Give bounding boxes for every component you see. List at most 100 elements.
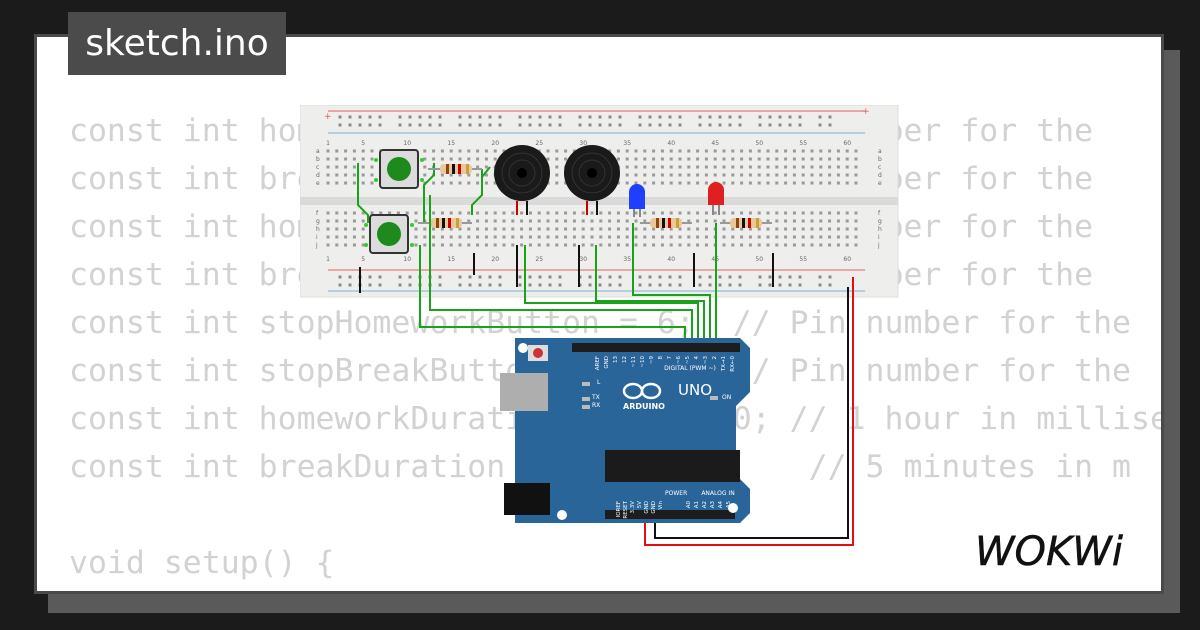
- power-pin-label: GND: [644, 501, 650, 514]
- row-letter: c: [316, 164, 319, 171]
- power-wires: [644, 277, 854, 546]
- digital-pin-label: 7: [667, 356, 673, 360]
- row-letter: c: [878, 164, 881, 171]
- column-number: 15: [447, 256, 455, 263]
- analog-pin-label: A0: [686, 501, 692, 509]
- column-number: 25: [535, 256, 543, 263]
- buzzer-1: [494, 145, 550, 215]
- digital-pin-label: RX←0: [730, 356, 736, 372]
- resistor-3: [640, 218, 692, 228]
- analog-pin-label: A4: [718, 501, 724, 509]
- on-label: ON: [722, 394, 731, 401]
- column-number: 10: [403, 140, 411, 147]
- resistor-1: [428, 164, 482, 174]
- led-label-l: L: [597, 379, 601, 386]
- column-number: 50: [755, 140, 763, 147]
- led-label-tx: TX: [591, 394, 600, 401]
- digital-pin-label: ~3: [703, 356, 709, 365]
- digital-pin-label: 12: [622, 356, 628, 363]
- power-pin-label: IOREF: [616, 501, 622, 517]
- power-pin-label: GND: [651, 501, 657, 514]
- arduino-logo: [622, 382, 662, 400]
- led-red: [708, 182, 724, 215]
- row-letter: a: [878, 148, 882, 155]
- column-number: 10: [403, 256, 411, 263]
- power-pin-label: 5V: [637, 501, 643, 508]
- signal-wires: [419, 195, 717, 345]
- led-blue: [629, 184, 645, 217]
- file-tab[interactable]: sketch.ino: [68, 12, 286, 75]
- column-number: 55: [799, 256, 807, 263]
- arduino-brand: ARDUINO: [623, 402, 665, 411]
- row-letter: a: [316, 148, 320, 155]
- column-number: 35: [623, 256, 631, 263]
- reset-button: [533, 348, 543, 358]
- column-number: 20: [491, 140, 499, 147]
- column-number: 1: [326, 256, 330, 263]
- row-letter: j: [315, 242, 318, 249]
- column-number: 5: [361, 256, 365, 263]
- power-jack: [504, 483, 550, 515]
- column-number: 20: [491, 256, 499, 263]
- column-number: 60: [843, 256, 851, 263]
- column-number: 5: [361, 140, 365, 147]
- arduino-model: UNO: [678, 381, 712, 399]
- row-letter: f: [878, 210, 881, 217]
- analog-pin-label: A3: [710, 501, 716, 509]
- digital-pin-label: ~11: [631, 356, 637, 368]
- column-number: 50: [755, 256, 763, 263]
- analog-pin-label: A2: [702, 501, 708, 508]
- column-number: 30: [579, 140, 587, 147]
- row-letter: g: [878, 218, 882, 225]
- row-letter: h: [878, 226, 882, 233]
- digital-pin-label: 8: [658, 356, 664, 360]
- digital-pin-label: ~6: [676, 356, 682, 365]
- row-letter: d: [316, 172, 320, 179]
- digital-pin-label: AREF: [595, 356, 601, 370]
- digital-header: [572, 343, 740, 352]
- row-letter: h: [316, 226, 320, 233]
- power-pin-label: Vin: [658, 500, 664, 509]
- rail-plus-left: +: [324, 112, 332, 122]
- pushbutton-top[interactable]: [379, 149, 419, 189]
- column-number: 60: [843, 140, 851, 147]
- usb-connector: [500, 373, 548, 411]
- analog-pin-label: A1: [694, 501, 700, 508]
- atmega-chip: [605, 450, 740, 482]
- column-number: 30: [579, 256, 587, 263]
- code-line: void setup() {: [69, 545, 335, 581]
- digital-pin-label: TX→1: [721, 356, 727, 372]
- wokwi-logo-text: WOKWi: [975, 529, 1123, 575]
- column-number: 15: [447, 140, 455, 147]
- digital-pin-label: ~9: [649, 356, 655, 365]
- column-number: 55: [799, 140, 807, 147]
- led-label-rx: RX: [592, 402, 600, 409]
- row-letter: b: [878, 156, 882, 163]
- row-letter: b: [316, 156, 320, 163]
- column-number: 45: [711, 140, 719, 147]
- column-number: 40: [667, 140, 675, 147]
- rail-plus-right: +: [862, 107, 870, 117]
- digital-pin-label: 4: [694, 356, 700, 360]
- wokwi-logo: WOKWi: [975, 529, 1123, 575]
- power-label: POWER: [665, 490, 687, 497]
- column-number: 25: [535, 140, 543, 147]
- row-letter: g: [316, 218, 320, 225]
- power-analog-header: [605, 510, 735, 519]
- column-number: 40: [667, 256, 675, 263]
- digital-pin-label: ~10: [640, 356, 646, 368]
- digital-pin-label: 13: [613, 356, 619, 363]
- digital-pin-label: GND: [604, 356, 610, 369]
- row-letter: i: [316, 234, 318, 241]
- buzzer-2: [564, 145, 620, 215]
- column-number: 1: [326, 140, 330, 147]
- column-number: 35: [623, 140, 631, 147]
- pushbutton-bottom[interactable]: [369, 214, 409, 254]
- power-pin-label: 3.3V: [630, 501, 636, 514]
